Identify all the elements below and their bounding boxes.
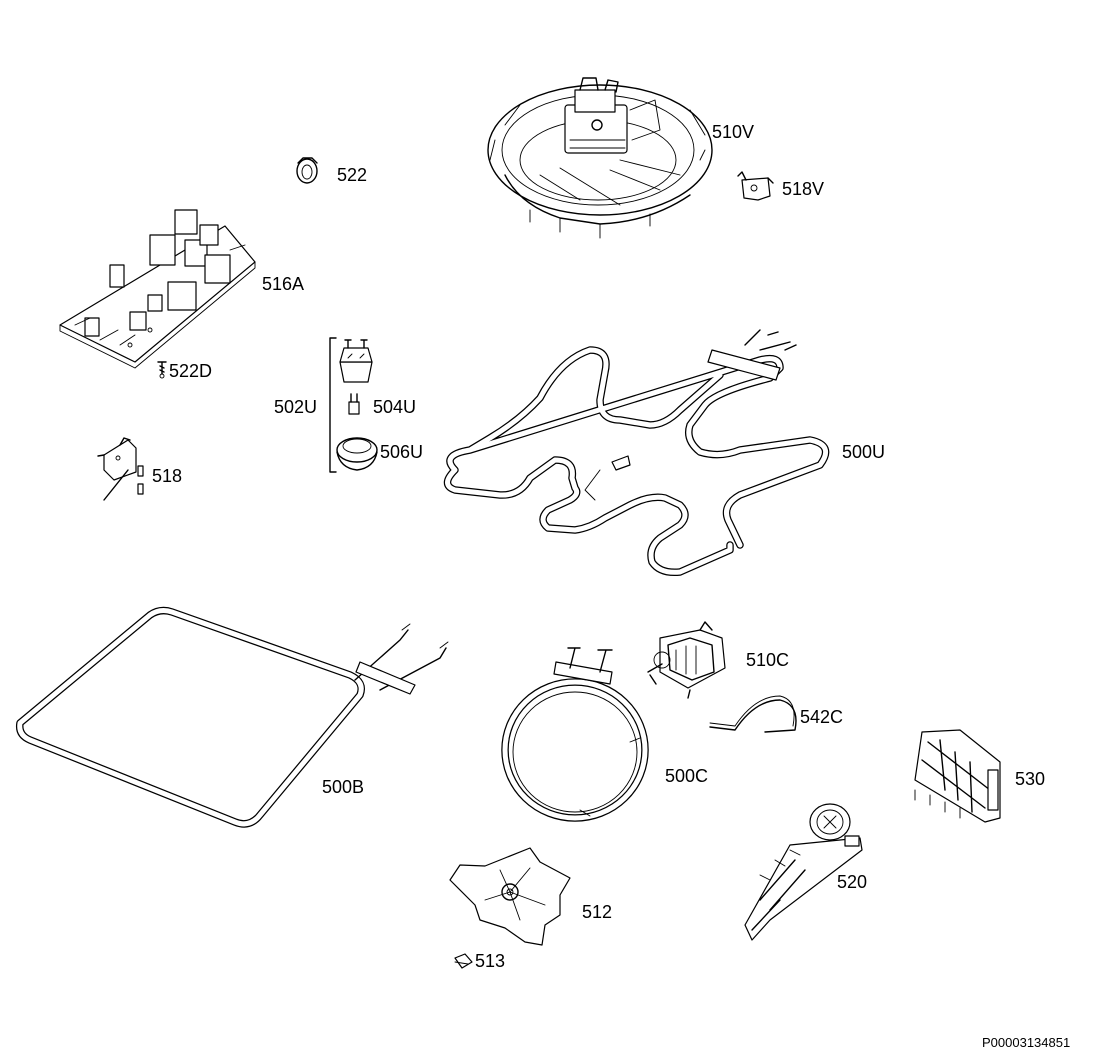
label-500b: 500B bbox=[322, 777, 364, 797]
label-516a: 516A bbox=[262, 274, 304, 294]
label-510c: 510C bbox=[746, 650, 789, 670]
label-506u: 506U bbox=[380, 442, 423, 462]
label-504u: 504U bbox=[373, 397, 416, 417]
grill-element-500u[interactable] bbox=[443, 329, 830, 577]
label-518v: 518V bbox=[782, 179, 824, 199]
label-530: 530 bbox=[1015, 769, 1045, 789]
label-522d: 522D bbox=[169, 361, 212, 381]
label-518: 518 bbox=[152, 466, 182, 486]
label-510v: 510V bbox=[712, 122, 754, 142]
convection-fan-motor-510c[interactable] bbox=[647, 621, 726, 699]
timer-programmer-520[interactable] bbox=[744, 803, 863, 941]
thermostat-bracket-518[interactable] bbox=[97, 437, 144, 501]
electronic-board-516a[interactable] bbox=[59, 209, 256, 369]
diagram-reference-code: P00003134851 bbox=[982, 1035, 1070, 1050]
fan-motor-assembly-510v[interactable] bbox=[487, 77, 713, 239]
label-522: 522 bbox=[337, 165, 367, 185]
nut-513[interactable] bbox=[454, 953, 473, 969]
ring-element-500c[interactable] bbox=[501, 647, 649, 822]
group-bracket-502u bbox=[329, 337, 337, 473]
lamp-cover-506u[interactable] bbox=[336, 437, 378, 471]
thermostat-clip-518v[interactable] bbox=[737, 171, 774, 201]
label-500u: 500U bbox=[842, 442, 885, 462]
bottom-element-500b[interactable] bbox=[15, 606, 449, 828]
screw-522d[interactable] bbox=[157, 361, 167, 379]
label-502u: 502U bbox=[274, 397, 317, 417]
lamp-bulb-504u[interactable] bbox=[348, 393, 360, 415]
label-520: 520 bbox=[837, 872, 867, 892]
label-513: 513 bbox=[475, 951, 505, 971]
lamp-holder-502u[interactable] bbox=[339, 339, 373, 383]
label-512: 512 bbox=[582, 902, 612, 922]
clamp-522[interactable] bbox=[296, 157, 318, 184]
label-542c: 542C bbox=[800, 707, 843, 727]
switch-block-530[interactable] bbox=[914, 729, 1001, 823]
fan-blade-512[interactable] bbox=[449, 847, 571, 946]
wire-clip-542c[interactable] bbox=[709, 695, 797, 733]
label-500c: 500C bbox=[665, 766, 708, 786]
